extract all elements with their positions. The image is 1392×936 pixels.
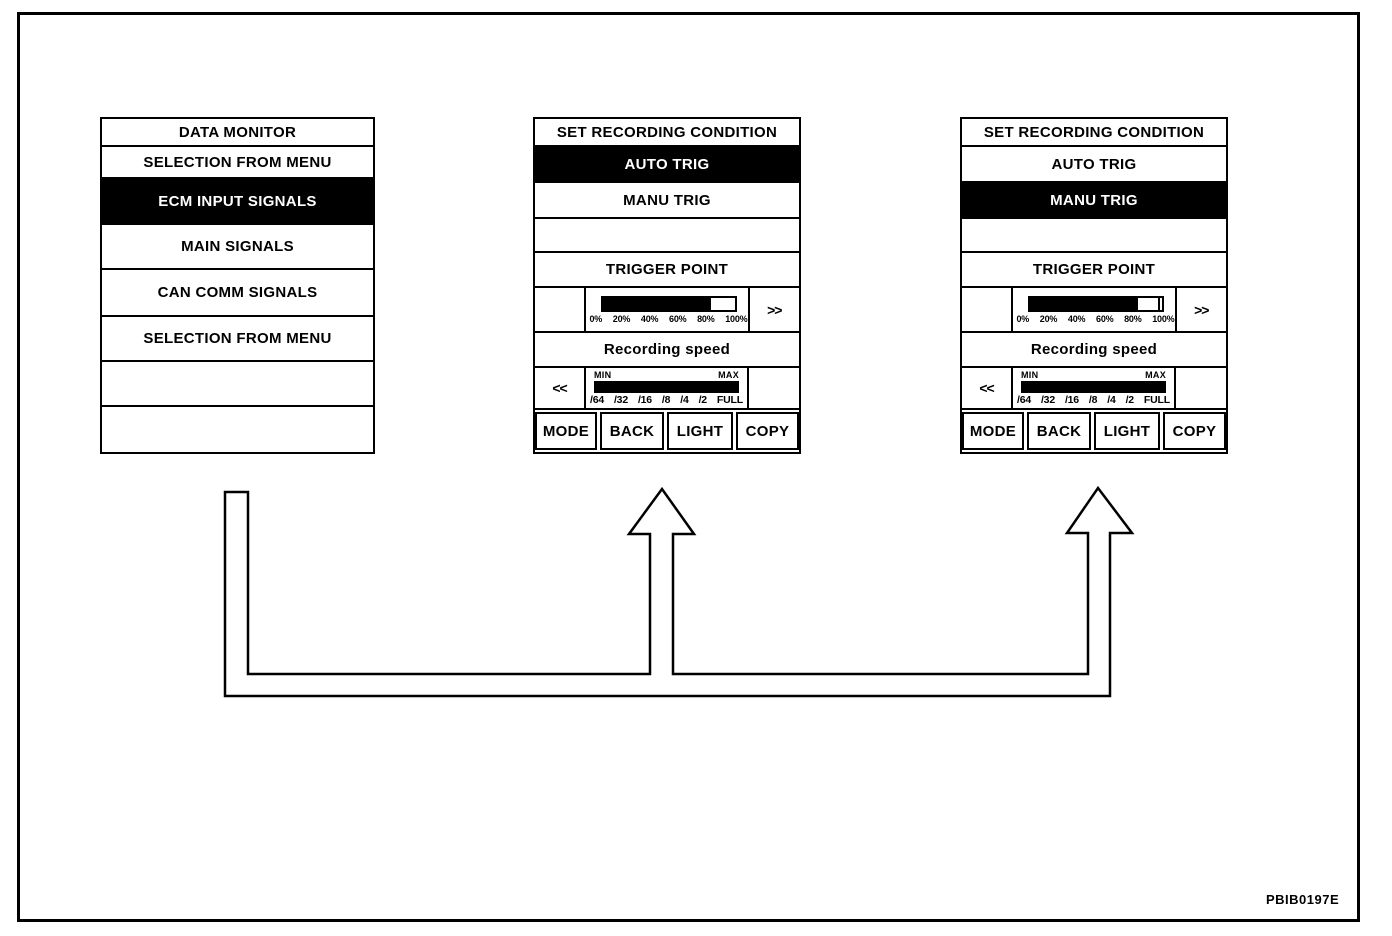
- scale-tick-label: 0%: [589, 313, 603, 324]
- trigger-point-scale: 0% 20% 40% 60% 80% 100%: [590, 314, 748, 324]
- menu-item-empty: [102, 362, 373, 407]
- back-button[interactable]: BACK: [1027, 412, 1091, 450]
- light-button[interactable]: LIGHT: [1094, 412, 1160, 450]
- scale-tick-label: 40%: [1067, 313, 1086, 324]
- min-label: MIN: [1021, 370, 1039, 380]
- recording-speed-scale: /64 /32 /16 /8 /4 /2 FULL: [1017, 394, 1170, 406]
- scale-tick-label: /64: [590, 394, 604, 406]
- option-manu-trig-selected[interactable]: MANU TRIG: [962, 183, 1226, 219]
- scale-tick-label: /16: [637, 394, 652, 406]
- blank-cell: [535, 288, 586, 331]
- forward-chevrons-button[interactable]: >>: [1174, 288, 1227, 331]
- recording-speed-label: Recording speed: [535, 333, 799, 368]
- screen-title-data-monitor: DATA MONITOR: [102, 119, 373, 147]
- figure-code: PBIB0197E: [1266, 892, 1340, 907]
- trigger-position-tick: [1157, 297, 1160, 310]
- scale-tick-label: FULL: [716, 394, 743, 406]
- trigger-point-label: TRIGGER POINT: [962, 253, 1226, 288]
- recording-speed-label: Recording speed: [962, 333, 1226, 368]
- min-max-labels: MIN MAX: [594, 370, 739, 380]
- function-key-row: MODE BACK LIGHT COPY: [535, 410, 799, 452]
- blank-cell: [747, 368, 799, 408]
- menu-item-main-signals[interactable]: MAIN SIGNALS: [102, 225, 373, 270]
- recording-speed-gauge: MIN MAX /64 /32 /16 /8 /4 /2 FULL: [1013, 368, 1174, 408]
- scale-tick-label: 100%: [725, 313, 748, 324]
- scale-tick-label: /64: [1017, 394, 1031, 406]
- trigger-point-gauge: 0% 20% 40% 60% 80% 100%: [586, 288, 748, 331]
- data-monitor-screen: DATA MONITOR SELECTION FROM MENU ECM INP…: [100, 117, 375, 454]
- forward-chevrons-button[interactable]: >>: [747, 288, 800, 331]
- scale-tick-label: /4: [680, 394, 689, 406]
- recording-speed-bar-fill: [1021, 381, 1166, 393]
- light-button[interactable]: LIGHT: [667, 412, 733, 450]
- scale-tick-label: /2: [698, 394, 708, 406]
- option-auto-trig[interactable]: AUTO TRIG: [962, 147, 1226, 183]
- trigger-point-bar[interactable]: [1027, 295, 1164, 312]
- scale-tick-label: 40%: [640, 313, 659, 324]
- recording-speed-bar[interactable]: [594, 381, 739, 393]
- copy-button[interactable]: COPY: [1163, 412, 1226, 450]
- menu-item-selection-from-menu[interactable]: SELECTION FROM MENU: [102, 147, 373, 179]
- scale-tick-label: /4: [1107, 394, 1116, 406]
- scale-tick-label: /32: [1040, 394, 1055, 406]
- scale-tick-label: /8: [1088, 394, 1098, 406]
- min-max-labels: MIN MAX: [1021, 370, 1166, 380]
- screen-title-set-recording-condition: SET RECORDING CONDITION: [535, 119, 799, 147]
- up-arrow-pipe: [223, 485, 1135, 698]
- min-label: MIN: [594, 370, 612, 380]
- menu-item-can-comm-signals[interactable]: CAN COMM SIGNALS: [102, 270, 373, 317]
- menu-item-selection-from-menu-2[interactable]: SELECTION FROM MENU: [102, 317, 373, 362]
- menu-item-ecm-input-signals-selected[interactable]: ECM INPUT SIGNALS: [102, 179, 373, 225]
- figure-border: [17, 12, 1360, 922]
- set-recording-condition-screen-manu: SET RECORDING CONDITION AUTO TRIG MANU T…: [960, 117, 1228, 454]
- trigger-point-gauge: 0% 20% 40% 60% 80% 100%: [1013, 288, 1175, 331]
- scale-tick-label: 80%: [1124, 313, 1142, 324]
- recording-speed-gauge: MIN MAX /64 /32 /16 /8 /4 /2 FULL: [586, 368, 747, 408]
- recording-speed-bar[interactable]: [1021, 381, 1166, 393]
- mode-button[interactable]: MODE: [535, 412, 597, 450]
- trigger-point-scale: 0% 20% 40% 60% 80% 100%: [1017, 314, 1175, 324]
- blank-cell: [962, 288, 1013, 331]
- max-label: MAX: [1145, 370, 1166, 380]
- scale-tick-label: 20%: [1039, 313, 1058, 324]
- option-manu-trig[interactable]: MANU TRIG: [535, 183, 799, 219]
- blank-cell: [1174, 368, 1226, 408]
- set-recording-condition-screen-auto: SET RECORDING CONDITION AUTO TRIG MANU T…: [533, 117, 801, 454]
- scale-tick-label: /16: [1064, 394, 1079, 406]
- scale-tick-label: /8: [661, 394, 671, 406]
- function-key-row: MODE BACK LIGHT COPY: [962, 410, 1226, 452]
- trigger-point-bar-fill: [602, 297, 711, 310]
- scale-tick-label: /32: [613, 394, 628, 406]
- back-chevrons-button[interactable]: <<: [962, 368, 1013, 408]
- back-chevrons-button[interactable]: <<: [535, 368, 586, 408]
- trigger-point-label: TRIGGER POINT: [535, 253, 799, 288]
- copy-button[interactable]: COPY: [736, 412, 799, 450]
- scale-tick-label: /2: [1125, 394, 1135, 406]
- empty-row: [535, 219, 799, 253]
- recording-speed-bar-row: << MIN MAX /64 /32 /16 /8 /4 /2 FULL: [535, 368, 799, 410]
- scale-tick-label: 60%: [669, 313, 687, 324]
- recording-speed-bar-fill: [594, 381, 739, 393]
- empty-row: [962, 219, 1226, 253]
- trigger-point-bar[interactable]: [600, 295, 737, 312]
- screen-title-set-recording-condition: SET RECORDING CONDITION: [962, 119, 1226, 147]
- scale-tick-label: 100%: [1152, 313, 1175, 324]
- recording-speed-bar-row: << MIN MAX /64 /32 /16 /8 /4 /2 FULL: [962, 368, 1226, 410]
- mode-button[interactable]: MODE: [962, 412, 1024, 450]
- trigger-point-bar-fill: [1029, 297, 1138, 310]
- scale-tick-label: 60%: [1096, 313, 1114, 324]
- scale-tick-label: 80%: [697, 313, 715, 324]
- option-auto-trig-selected[interactable]: AUTO TRIG: [535, 147, 799, 183]
- menu-item-empty: [102, 407, 373, 452]
- scale-tick-label: 20%: [612, 313, 631, 324]
- back-button[interactable]: BACK: [600, 412, 664, 450]
- max-label: MAX: [718, 370, 739, 380]
- trigger-point-bar-row: 0% 20% 40% 60% 80% 100% >>: [962, 288, 1226, 333]
- recording-speed-scale: /64 /32 /16 /8 /4 /2 FULL: [590, 394, 743, 406]
- scale-tick-label: FULL: [1143, 394, 1170, 406]
- scale-tick-label: 0%: [1016, 313, 1030, 324]
- trigger-point-bar-row: 0% 20% 40% 60% 80% 100% >>: [535, 288, 799, 333]
